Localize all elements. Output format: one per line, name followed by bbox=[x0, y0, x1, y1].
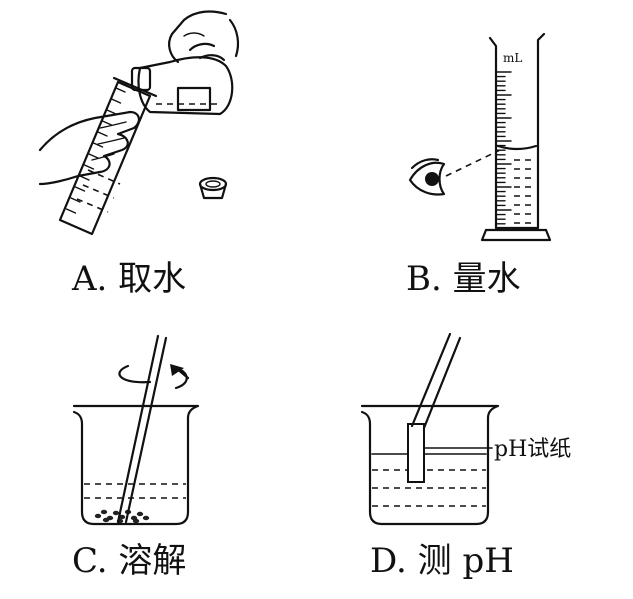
caption-c: C. 溶解 bbox=[72, 541, 186, 581]
beaker-d bbox=[360, 404, 500, 526]
solid-particle bbox=[142, 515, 150, 521]
tilted-cylinder-tick bbox=[88, 153, 99, 159]
caption-b: B. 量水 bbox=[406, 259, 521, 299]
tilted-cylinder-tick bbox=[70, 197, 81, 203]
bottle-stopper bbox=[198, 176, 228, 200]
reagent-bottle bbox=[130, 56, 234, 116]
eye-icon bbox=[408, 158, 446, 196]
ph-paper bbox=[407, 423, 425, 483]
solid-particle bbox=[100, 509, 108, 515]
tilted-cylinder-tick bbox=[110, 98, 122, 104]
panel-b-measure-water: mL B. 量水 bbox=[406, 32, 552, 299]
panel-d-measure-ph: pH试纸 D. 测 pH bbox=[360, 332, 571, 581]
right-hand bbox=[168, 10, 240, 64]
beaker-c bbox=[72, 404, 200, 526]
tilted-cylinder-tick bbox=[65, 208, 77, 214]
solid-particle bbox=[102, 517, 110, 523]
sight-line bbox=[445, 149, 501, 177]
tilted-cylinder-tick bbox=[115, 87, 126, 93]
tilted-cylinder-tick bbox=[83, 164, 95, 170]
ph-paper-label: pH试纸 bbox=[494, 437, 571, 462]
caption-d: D. 测 pH bbox=[370, 541, 514, 581]
panel-a-pour-water: A. 取水 bbox=[38, 10, 240, 299]
tilted-cylinder-tick bbox=[97, 131, 108, 137]
caption-a: A. 取水 bbox=[71, 259, 186, 299]
tilted-cylinder-tick bbox=[74, 186, 86, 192]
cylinder-unit: mL bbox=[503, 51, 522, 65]
graduated-cylinder: mL bbox=[480, 32, 552, 242]
tilted-cylinder-tick bbox=[79, 175, 90, 181]
tilted-cylinder-tick bbox=[101, 120, 113, 126]
solid-particle bbox=[136, 511, 144, 517]
solid-particle bbox=[132, 518, 140, 524]
solid-particles bbox=[94, 509, 150, 524]
panel-c-dissolve: C. 溶解 bbox=[72, 334, 200, 581]
left-hand bbox=[38, 110, 140, 186]
glass-rod-d bbox=[410, 332, 462, 430]
tilted-cylinder-tick bbox=[92, 142, 104, 148]
tilted-cylinder-tick bbox=[106, 109, 117, 115]
stir-arrow-icon bbox=[118, 364, 190, 390]
solid-particle bbox=[112, 510, 120, 516]
solid-particle bbox=[94, 513, 102, 519]
glass-rod bbox=[116, 334, 168, 524]
